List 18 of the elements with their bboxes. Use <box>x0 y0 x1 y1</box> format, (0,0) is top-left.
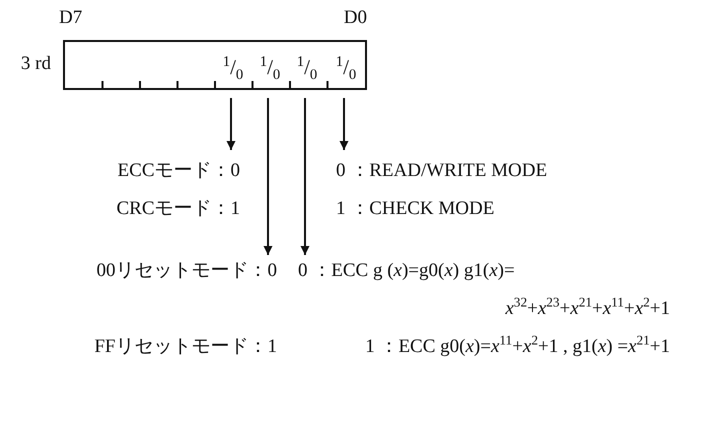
bit-value: $^{1}$/$_{0}$ <box>290 48 324 86</box>
register-name: 3 rd <box>20 52 51 76</box>
mode-description: ECCモード：0 <box>116 159 240 183</box>
mode-description: 1 ：ECC g0(x)=x$^{11}$+x$^{2}$+1 , g1(x) =x$^{21}$+1 <box>364 332 670 359</box>
mode-description: CRCモード：1 <box>115 197 240 221</box>
mode-description: 00リセットモード：0 <box>96 259 277 283</box>
arrow <box>300 98 310 255</box>
bit-value: $^{1}$/$_{0}$ <box>216 48 250 86</box>
bit-position-label: D7 <box>59 6 84 30</box>
bit-value: $^{1}$/$_{0}$ <box>329 48 363 86</box>
arrow <box>226 98 236 150</box>
mode-description: 0 ：READ/WRITE MODE <box>336 159 548 183</box>
mode-description: 1 ：CHECK MODE <box>336 197 496 221</box>
arrow <box>264 98 272 255</box>
bit-value: $^{1}$/$_{0}$ <box>253 48 287 86</box>
arrow <box>340 98 348 150</box>
bit-position-label: D0 <box>342 6 367 30</box>
mode-description: FFリセットモード：1 <box>93 335 277 359</box>
